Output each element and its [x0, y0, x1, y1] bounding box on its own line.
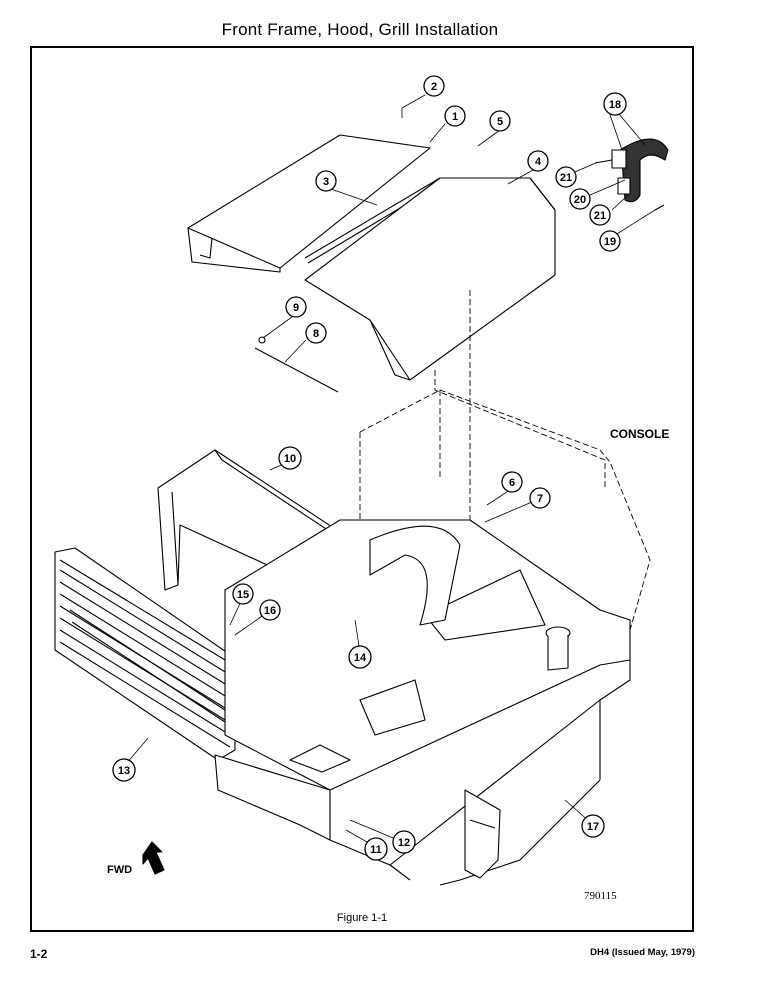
svg-text:2: 2	[431, 81, 437, 93]
figure-frame	[30, 46, 694, 932]
rod	[254, 347, 339, 393]
svg-text:21: 21	[594, 210, 606, 222]
callout-20: 20	[569, 188, 591, 210]
svg-text:16: 16	[264, 605, 276, 617]
callout-13: 13	[112, 758, 136, 782]
callout-17: 17	[581, 814, 605, 838]
callout-21a: 21	[555, 166, 577, 188]
figure-caption: Figure 1-1	[336, 912, 388, 924]
svg-text:5: 5	[497, 116, 503, 128]
callout-12: 12	[392, 830, 416, 854]
svg-text:7: 7	[537, 493, 543, 505]
svg-text:20: 20	[574, 194, 586, 206]
svg-text:8: 8	[313, 328, 319, 340]
page-number: 1-2	[30, 947, 48, 961]
svg-text:13: 13	[118, 765, 130, 777]
svg-text:1: 1	[452, 111, 458, 123]
svg-text:3: 3	[323, 176, 329, 188]
page-title: Front Frame, Hood, Grill Installation	[221, 20, 499, 39]
callout-6: 6	[501, 471, 523, 493]
callout-7: 7	[529, 487, 551, 509]
svg-text:4: 4	[535, 156, 542, 168]
callout-3: 3	[315, 170, 337, 192]
hood-rear-panel	[304, 177, 556, 381]
callout-10: 10	[278, 446, 302, 470]
grille	[54, 547, 236, 761]
callout-5: 5	[489, 110, 511, 132]
callout-18: 18	[603, 92, 627, 116]
svg-text:21: 21	[560, 172, 572, 184]
svg-text:11: 11	[370, 844, 382, 856]
svg-text:18: 18	[609, 99, 621, 111]
drawing-number: 790115	[584, 890, 617, 902]
svg-text:14: 14	[354, 652, 367, 664]
callout-14: 14	[348, 645, 372, 669]
fwd-arrow	[142, 841, 165, 875]
callout-4: 4	[527, 150, 549, 172]
callout-1: 1	[444, 105, 466, 127]
callout-15: 15	[232, 583, 254, 605]
svg-text:9: 9	[293, 302, 299, 314]
svg-text:12: 12	[398, 837, 410, 849]
main-frame	[214, 519, 631, 886]
svg-text:6: 6	[509, 477, 515, 489]
console-label: CONSOLE	[610, 427, 670, 441]
callout-19: 19	[599, 230, 621, 252]
exploded-view-drawing: 1 2 3 4 5 6 7 8 9 10 11 12 13 14 15 16 1…	[54, 75, 669, 886]
callout-11: 11	[364, 837, 388, 861]
handle-assembly	[594, 138, 669, 211]
svg-text:19: 19	[604, 236, 616, 248]
callout-8: 8	[305, 322, 327, 344]
hood-front-panel	[187, 134, 443, 273]
svg-text:15: 15	[237, 589, 249, 601]
callout-16: 16	[259, 599, 281, 621]
fwd-label: FWD	[107, 864, 133, 876]
callout-21b: 21	[589, 204, 611, 226]
svg-text:10: 10	[284, 453, 296, 465]
doc-reference: DH4 (Issued May, 1979)	[590, 947, 695, 958]
callout-9: 9	[285, 296, 307, 318]
svg-text:17: 17	[587, 821, 599, 833]
callout-2: 2	[423, 75, 445, 97]
